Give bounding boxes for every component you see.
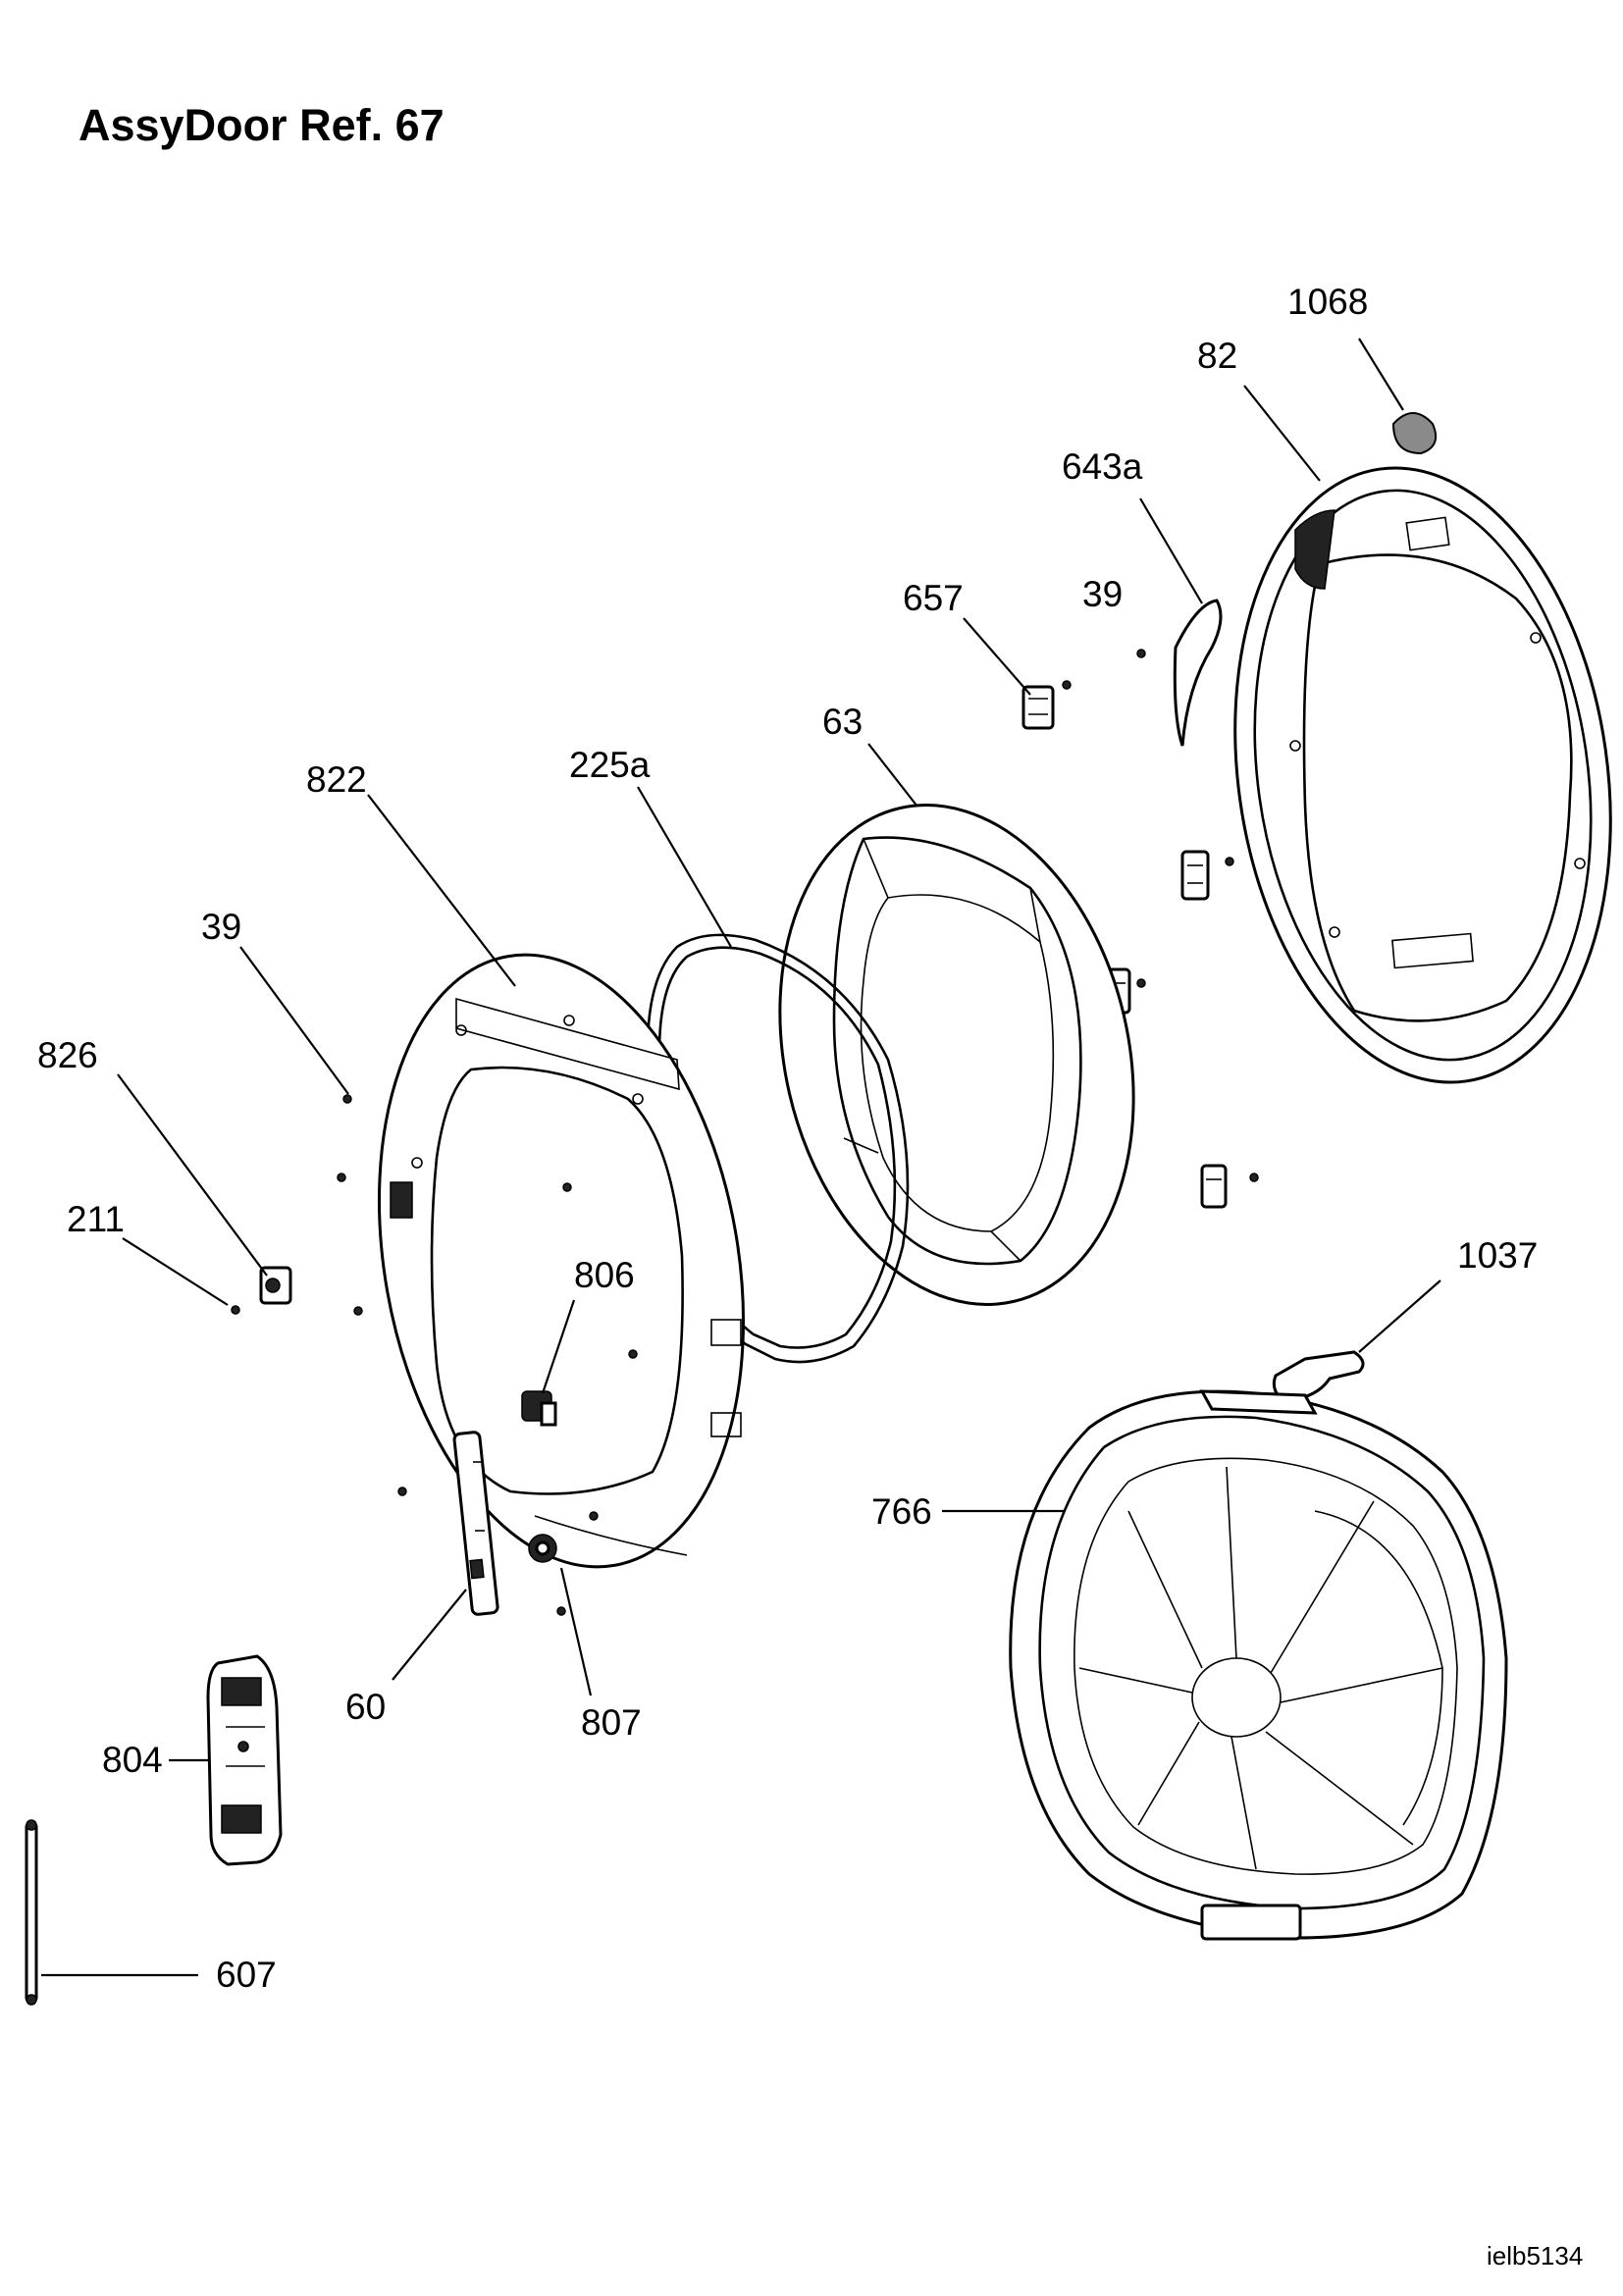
- callout-766: 766: [871, 1491, 932, 1532]
- callout-60: 60: [345, 1687, 386, 1727]
- part-60-hinge-bar: [452, 1431, 499, 1616]
- hinge-bracket-upper: [1180, 850, 1210, 901]
- callout-39-left: 39: [201, 907, 241, 947]
- callout-211: 211: [67, 1199, 125, 1239]
- part-643a-handle: [1173, 599, 1223, 747]
- part-766-door-bowl: [1009, 1389, 1508, 1941]
- callout-822: 822: [306, 759, 367, 800]
- callout-63: 63: [822, 702, 863, 742]
- callout-labels: 1068 82 643a 39 657 63 822 225a 39 826 2…: [37, 282, 1538, 1995]
- part-804-door-lock: [206, 1654, 283, 1866]
- callout-807: 807: [581, 1702, 642, 1743]
- part-826-hinge-plate: [259, 1266, 292, 1305]
- screws-left-group: [231, 1094, 638, 1616]
- part-1037-lever: [1272, 1350, 1365, 1400]
- callout-1068: 1068: [1287, 282, 1368, 322]
- callout-82: 82: [1197, 336, 1237, 376]
- part-822-inner-plate: [377, 953, 746, 1569]
- callout-804: 804: [102, 1740, 163, 1780]
- hinge-bracket-lower: [1200, 1164, 1228, 1209]
- callout-607: 607: [216, 1955, 277, 1995]
- screws-right-group: [1062, 649, 1259, 1182]
- part-1068-cap: [1391, 412, 1437, 455]
- leader-lines: [41, 338, 1441, 1977]
- part-806-latch: [521, 1390, 557, 1427]
- part-657-bracket: [1021, 685, 1055, 730]
- callout-826: 826: [37, 1035, 98, 1075]
- callout-806: 806: [574, 1255, 635, 1295]
- page-title: AssyDoor Ref. 67: [79, 100, 445, 150]
- callout-225a: 225a: [569, 745, 651, 785]
- part-63-inner-glass: [778, 804, 1135, 1306]
- callout-643a: 643a: [1062, 446, 1143, 487]
- image-code: ielb5134: [1487, 2241, 1583, 2270]
- callout-1037: 1037: [1457, 1235, 1538, 1276]
- part-82-outer-door-frame: [1233, 466, 1612, 1084]
- callout-39-top: 39: [1082, 574, 1123, 614]
- callout-657: 657: [903, 578, 964, 618]
- part-807-knob: [528, 1534, 557, 1563]
- part-607-rod: [25, 1819, 38, 2006]
